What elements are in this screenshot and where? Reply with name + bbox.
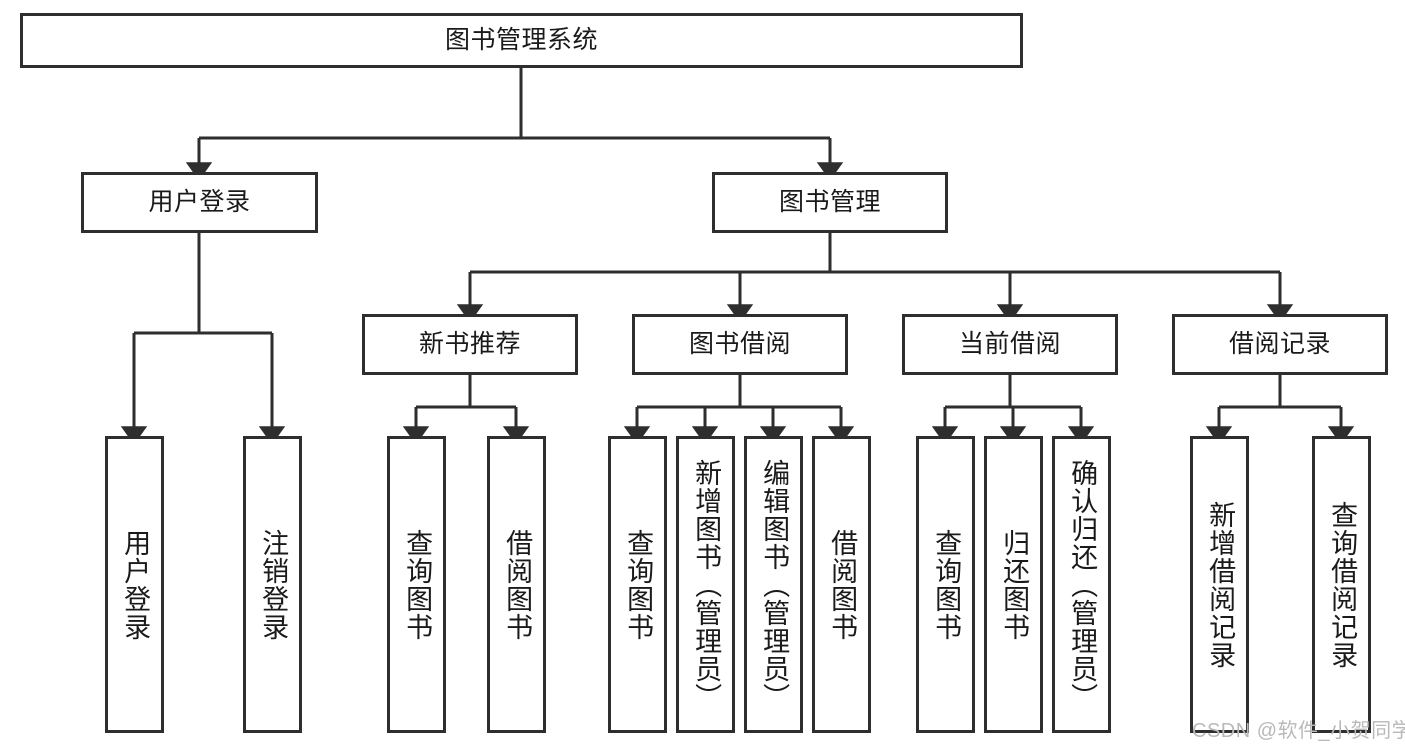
node-new-book-recommend[interactable]: 新书推荐 [362, 314, 578, 375]
node-label-leaf-add-record: 新增借阅记录 [1205, 500, 1236, 669]
node-borrow-record[interactable]: 借阅记录 [1172, 314, 1388, 375]
node-user-login[interactable]: 用户登录 [81, 172, 318, 233]
connector-group [120, 68, 1355, 445]
node-leaf-confirm-return[interactable]: 确认归还（管理员） [1052, 436, 1111, 733]
node-leaf-borrow-book-rec[interactable]: 借阅图书 [487, 436, 546, 733]
node-label-book-manage: 图书管理 [778, 188, 881, 217]
node-label-leaf-query-book-current: 查询图书 [931, 528, 962, 641]
node-leaf-borrow-book[interactable]: 借阅图书 [812, 436, 871, 733]
node-label-borrow-record: 借阅记录 [1228, 330, 1331, 359]
node-current-borrow[interactable]: 当前借阅 [902, 314, 1118, 375]
node-label-root: 图书管理系统 [444, 26, 598, 55]
node-label-new-book-recommend: 新书推荐 [418, 330, 521, 359]
node-label-user-login: 用户登录 [148, 188, 251, 217]
node-label-book-borrow: 图书借阅 [688, 330, 791, 359]
node-label-leaf-query-book-borrow: 查询图书 [623, 528, 654, 641]
node-leaf-edit-book[interactable]: 编辑图书（管理员） [744, 436, 803, 733]
node-label-leaf-confirm-return: 确认归还（管理员） [1067, 458, 1098, 711]
node-label-leaf-user-login: 用户登录 [120, 528, 151, 641]
node-label-leaf-borrow-book: 借阅图书 [827, 528, 858, 641]
node-book-manage[interactable]: 图书管理 [712, 172, 948, 233]
node-leaf-query-book-borrow[interactable]: 查询图书 [608, 436, 667, 733]
node-label-leaf-query-record: 查询借阅记录 [1327, 500, 1358, 669]
node-leaf-query-book-current[interactable]: 查询图书 [916, 436, 975, 733]
node-label-leaf-query-book-rec: 查询图书 [402, 528, 433, 641]
node-label-current-borrow: 当前借阅 [958, 330, 1061, 359]
node-label-leaf-edit-book: 编辑图书（管理员） [759, 458, 790, 711]
node-leaf-query-record[interactable]: 查询借阅记录 [1312, 436, 1371, 733]
node-book-borrow[interactable]: 图书借阅 [632, 314, 848, 375]
node-label-leaf-user-logout: 注销登录 [258, 528, 289, 641]
node-leaf-query-book-rec[interactable]: 查询图书 [387, 436, 446, 733]
node-leaf-user-login[interactable]: 用户登录 [105, 436, 164, 733]
node-label-leaf-add-book: 新增图书（管理员） [691, 458, 722, 711]
node-leaf-add-record[interactable]: 新增借阅记录 [1190, 436, 1249, 733]
node-label-leaf-return-book: 归还图书 [999, 528, 1030, 641]
node-label-leaf-borrow-book-rec: 借阅图书 [502, 528, 533, 641]
node-leaf-return-book[interactable]: 归还图书 [984, 436, 1043, 733]
node-leaf-add-book[interactable]: 新增图书（管理员） [676, 436, 735, 733]
node-root[interactable]: 图书管理系统 [20, 13, 1023, 68]
node-leaf-user-logout[interactable]: 注销登录 [243, 436, 302, 733]
